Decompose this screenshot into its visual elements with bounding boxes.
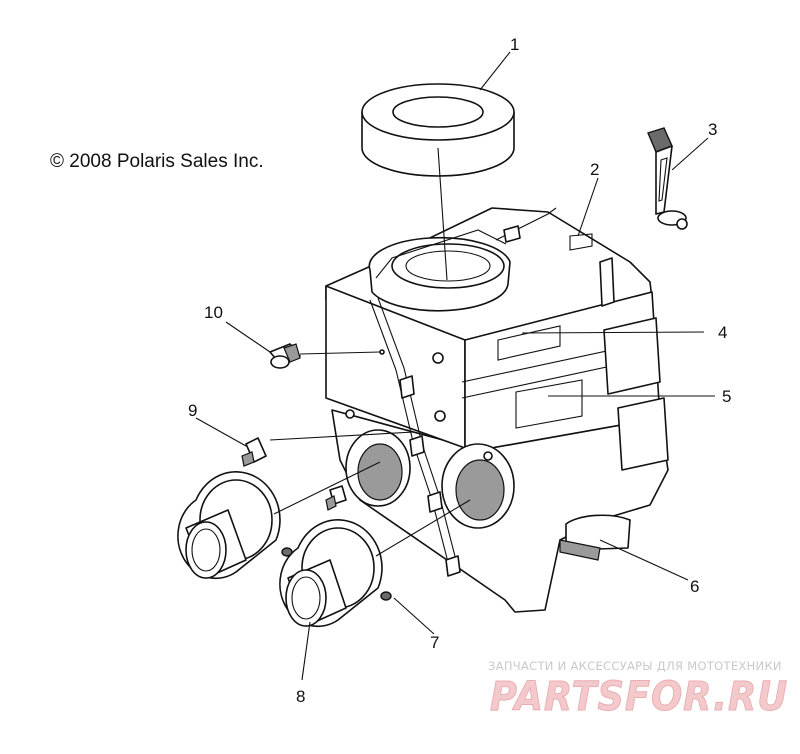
callout-4: 4 [718, 323, 727, 342]
watermark-tagline: ЗАПЧАСТИ И АКСЕССУАРЫ ДЛЯ МОТОТЕХНИКИ [488, 659, 782, 673]
callout-8: 8 [296, 687, 305, 706]
latch-strap [647, 127, 688, 230]
fitting-9b [325, 485, 347, 511]
airbox-body [325, 207, 669, 613]
leader-lines [195, 51, 715, 681]
copyright-text: © 2008 Polaris Sales Inc. [50, 151, 264, 172]
intake-boot-right [279, 519, 383, 628]
watermark-brand: PARTSFOR.RU [490, 674, 788, 720]
screw-7a [281, 547, 293, 557]
callout-1: 1 [510, 35, 519, 54]
callout-9: 9 [188, 401, 197, 420]
fitting-9 [241, 437, 267, 467]
callout-7: 7 [430, 633, 439, 652]
callout-3: 3 [708, 120, 717, 139]
air-filter-ring [361, 83, 515, 177]
callout-6: 6 [690, 577, 699, 596]
callout-10: 10 [204, 303, 223, 322]
screw-7b [380, 591, 392, 601]
callout-5: 5 [722, 387, 731, 406]
intake-boot-left [177, 471, 281, 580]
callout-2: 2 [590, 160, 599, 179]
wing-nut [269, 343, 301, 369]
